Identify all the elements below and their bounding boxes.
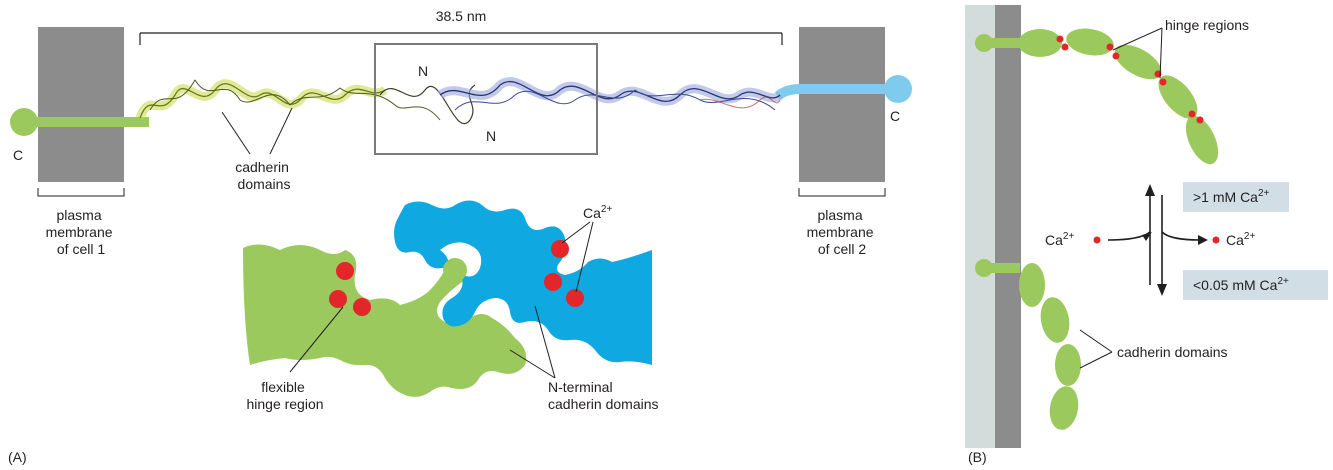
cadherin-domains-label: cadherin domains [235, 159, 293, 192]
cadherin-stalk-right [775, 75, 912, 103]
panel-b-label: (B) [968, 449, 987, 465]
n-terminal-top: N [418, 63, 428, 79]
n-terminal-bottom: N [486, 128, 496, 144]
ca-leaders-a [561, 221, 594, 293]
high-ca-box [1183, 182, 1289, 212]
green-knob [443, 258, 467, 282]
ca-ion-left [1093, 236, 1101, 244]
membrane-brackets [37, 188, 886, 197]
low-ca-box [1183, 270, 1328, 300]
membrane-outer-b [965, 5, 995, 448]
ca-label-left-b: Ca2+ [1045, 231, 1074, 248]
nterm-label: N-terminal cadherin domains [548, 379, 659, 412]
high-ca-label: >1 mM Ca2+ [1193, 188, 1270, 205]
low-ca-label: <0.05 mM Ca2+ [1193, 276, 1289, 293]
cadherin-crystal-structure [135, 77, 784, 124]
cadherin-stalk-left [10, 108, 149, 136]
interface-box [374, 43, 598, 155]
ca-label-a: Ca2+ [583, 204, 612, 221]
c-terminal-right: C [890, 108, 900, 124]
membrane-cell1-label: plasma membrane of cell 1 [46, 207, 117, 257]
membrane-inner-b [995, 5, 1021, 448]
ca-label-right-b: Ca2+ [1226, 231, 1255, 248]
c-terminal-left: C [13, 147, 23, 163]
cadherin-floppy [975, 259, 1081, 430]
cadherin-domains-label-b: cadherin domains [1117, 344, 1228, 360]
nterm-leaders [509, 305, 556, 379]
blue-cadherin-domain [394, 200, 652, 365]
plasma-membrane-cell1 [38, 27, 124, 182]
scale-label: 38.5 nm [436, 8, 487, 24]
cadherin-rigid [975, 28, 1219, 165]
hinge-leaders-b [1112, 27, 1163, 79]
green-cadherin-domain [243, 244, 527, 397]
panel-a-label: (A) [8, 449, 27, 465]
plasma-membrane-cell2 [799, 27, 885, 182]
hinge-label-a: flexible hinge region [246, 379, 323, 412]
cadherin-domains-leaders-b [1079, 329, 1113, 369]
ca-ion-right [1212, 236, 1220, 244]
arrow-heads [1142, 184, 1208, 296]
calcium-ions-a [329, 240, 584, 316]
cadherin-domains-leaders [221, 107, 293, 155]
hinge-regions-label: hinge regions [1165, 17, 1249, 33]
scale-bar [139, 32, 783, 45]
hinge-leader [289, 306, 344, 373]
membrane-cell2-label: plasma membrane of cell 2 [807, 207, 878, 257]
